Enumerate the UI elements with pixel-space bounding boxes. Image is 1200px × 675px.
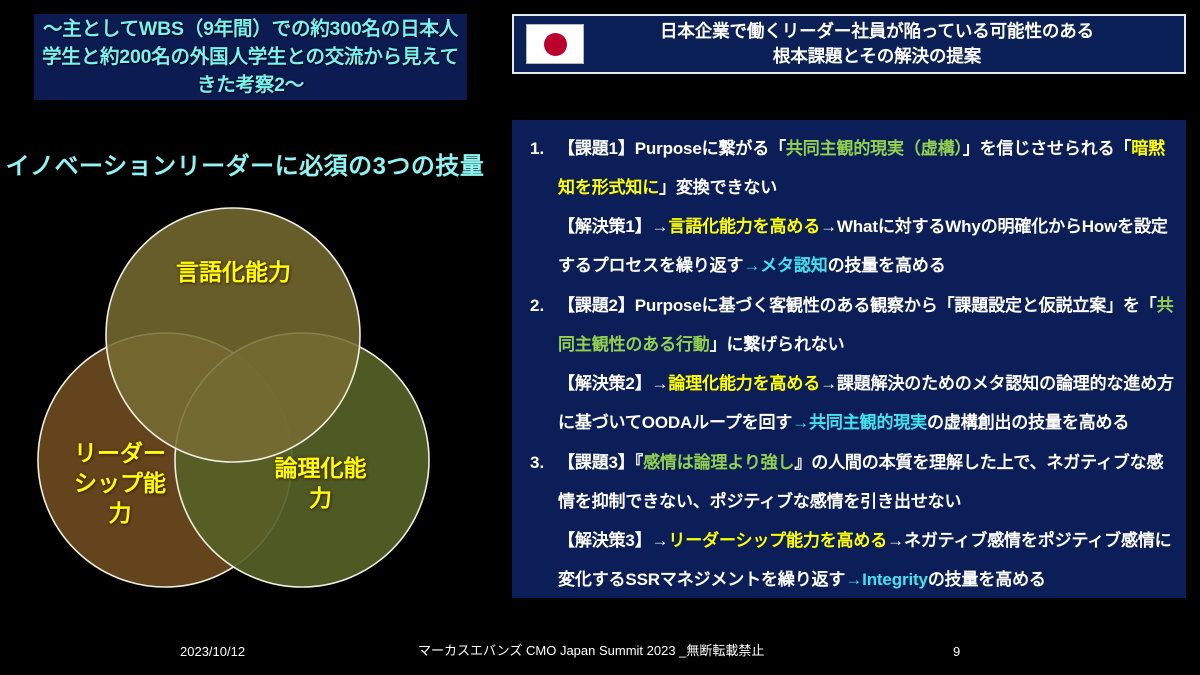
issue-text-segment: 言語化能力を高める <box>668 217 821 236</box>
left-title-box: 〜主としてWBS（9年間）での約300名の日本人学生と約200名の外国人学生との… <box>34 14 467 100</box>
issue-text-segment: 【課題2】Purposeに基づく客観性のある観察から「課題設定と仮説立案」を「 <box>558 296 1157 315</box>
issue-text-segment: 【課題1】Purposeに繋がる「 <box>558 139 786 158</box>
venn-svg <box>37 207 430 588</box>
issue-text-segment: 」を信じさせられる「 <box>962 139 1132 158</box>
footer-date: 2023/10/12 <box>180 644 246 659</box>
issue-item-1: 1. 【課題1】Purposeに繋がる「共同主観的現実（虚構）」を信じさせられる「… <box>518 129 1176 285</box>
issue-item-2: 2. 【課題2】Purposeに基づく客観性のある観察から「課題設定と仮説立案」を… <box>518 286 1176 442</box>
issue-text-segment: 【解決策1】→ <box>558 217 669 236</box>
issue-text-segment: →共同主観的現実 <box>792 413 928 432</box>
issues-list: 1. 【課題1】Purposeに繋がる「共同主観的現実（虚構）」を信じさせられる「… <box>518 129 1176 599</box>
venn-diagram: 言語化能力 リーダー シップ能 力 論理化能 力 <box>30 195 470 595</box>
issue-text-segment: の技量を高める <box>827 256 946 275</box>
venn-circle-verbalization <box>105 207 361 463</box>
issue-item-body: 【課題2】Purposeに基づく客観性のある観察から「課題設定と仮説立案」を「共… <box>558 286 1176 442</box>
issue-text-segment: 【課題3】『 <box>558 453 644 472</box>
issue-text-segment: 共同主観性のある行動 <box>558 296 1174 354</box>
left-title-text: 〜主としてWBS（9年間）での約300名の日本人学生と約200名の外国人学生との… <box>42 18 459 96</box>
issue-item-body: 【課題3】『感情は論理より強し』の人間の本質を理解した上で、ネガティブな感情を抑… <box>558 443 1176 599</box>
issue-text-segment: →メタ認知 <box>743 256 828 275</box>
issue-text-segment: 」変換できない <box>659 178 778 197</box>
issue-text-segment: 【解決策2】→ <box>558 374 669 393</box>
issue-text-segment: →課題解決のためのメタ認知の論理的な進め方に基づいてOODAループを回す <box>558 374 1174 432</box>
issue-text-segment: 暗黙知を形式知に <box>558 139 1165 197</box>
issue-text-segment: 』の人間の本質を理解した上で、ネガティブな感情を抑制できない、ポジティブな感情を… <box>558 453 1164 511</box>
issue-item-number: 1. <box>530 139 545 158</box>
issue-text-segment: 論理化能力を高める <box>668 374 821 393</box>
japan-flag-icon <box>526 24 584 64</box>
issue-text-segment: →ネガティブ感情をポジティブ感情に変化するSSRマネジメントを繰り返す <box>558 531 1172 589</box>
issue-text-segment: 感情は論理より強し <box>643 453 795 472</box>
right-header-box: 日本企業で働くリーダー社員が陥っている可能性のある 根本課題とその解決の提案 <box>512 14 1186 74</box>
footer-page-number: 9 <box>953 644 961 659</box>
issue-item-3: 3. 【課題3】『感情は論理より強し』の人間の本質を理解した上で、ネガティブな感情… <box>518 443 1176 599</box>
japan-flag-disc <box>543 32 567 56</box>
issue-text-segment: 」に繋げられない <box>709 335 845 354</box>
issue-text-segment: リーダーシップ能力を高める <box>668 531 888 550</box>
issue-item-body: 【課題1】Purposeに繋がる「共同主観的現実（虚構）」を信じさせられる「暗黙… <box>558 129 1176 285</box>
right-header-title: 日本企業で働くリーダー社員が陥っている可能性のある 根本課題とその解決の提案 <box>584 19 1184 69</box>
issue-text-segment: →Integrity <box>845 570 928 589</box>
issue-item-number: 2. <box>530 296 545 315</box>
right-header-title-line1: 日本企業で働くリーダー社員が陥っている可能性のある <box>659 21 1095 41</box>
issue-text-segment: 共同主観的現実（虚構） <box>785 139 963 158</box>
right-header-title-line2: 根本課題とその解決の提案 <box>772 46 982 66</box>
issue-text-segment: の虚構創出の技量を高める <box>927 413 1130 432</box>
issue-item-number: 3. <box>530 453 545 472</box>
issue-text-segment: 【解決策3】→ <box>558 531 669 550</box>
issue-text-segment: の技量を高める <box>927 570 1046 589</box>
issue-text-segment: →Whatに対するWhyの明確化からHowを設定するプロセスを繰り返す <box>558 217 1168 275</box>
right-issues-panel: 1. 【課題1】Purposeに繋がる「共同主観的現実（虚構）」を信じさせられる「… <box>512 120 1186 598</box>
venn-heading: イノベーションリーダーに必須の3つの技量 <box>5 153 485 180</box>
footer-credit: マーカスエバンズ CMO Japan Summit 2023 _無断転載禁止 <box>418 643 765 658</box>
